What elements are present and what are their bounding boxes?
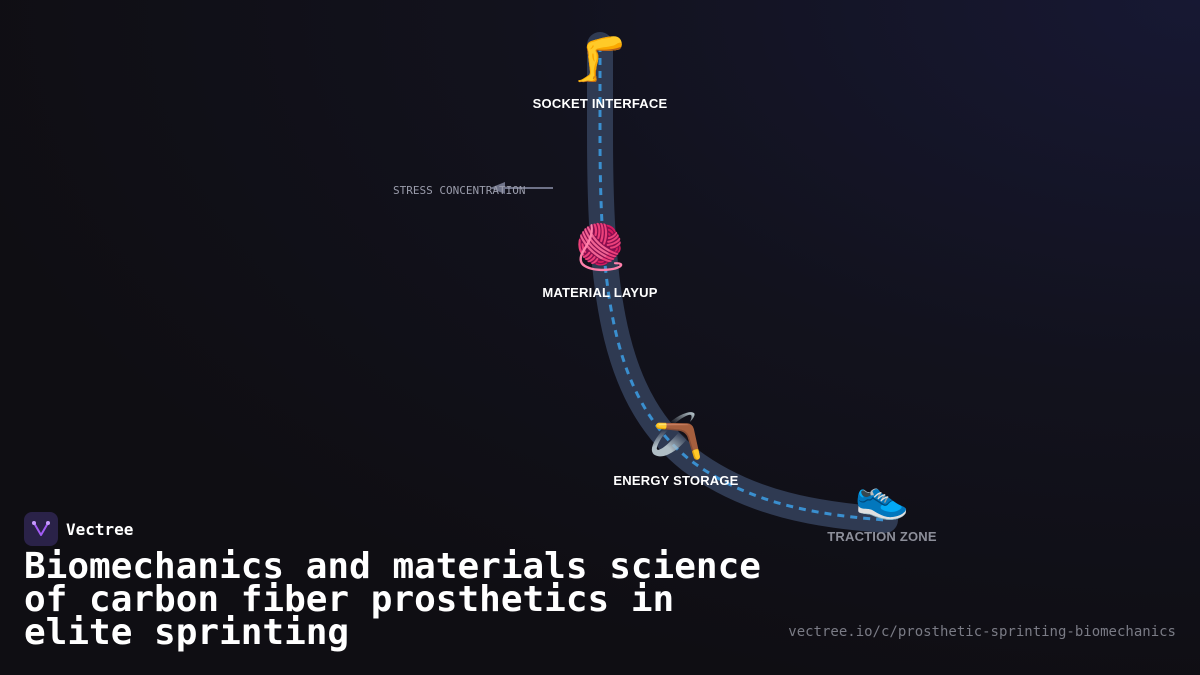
running-shoe-icon: 👟 [854,471,910,522]
leg-icon: 🦵 [572,34,628,85]
page-title: Biomechanics and materials science of ca… [24,546,761,653]
node-label-socket-interface: SOCKET INTERFACE [532,96,668,111]
boomerang-icon: 🪃 [648,411,704,462]
yarn-icon: 🧶 [572,222,628,273]
vectree-logo-icon [24,512,58,546]
blade-centerline [598,45,886,522]
node-label-traction-zone: TRACTION ZONE [827,529,937,544]
blade-track [587,32,898,533]
node-label-energy-storage: ENERGY STORAGE [613,473,739,488]
page-url: vectree.io/c/prosthetic-sprinting-biomec… [788,624,1176,640]
stress-arrow-head [490,182,505,194]
brand: Vectree [24,512,133,546]
brand-name: Vectree [66,519,134,539]
node-label-material-layup: MATERIAL LAYUP [542,285,658,300]
stress-concentration-label: STRESS CONCENTRATION [393,184,526,197]
